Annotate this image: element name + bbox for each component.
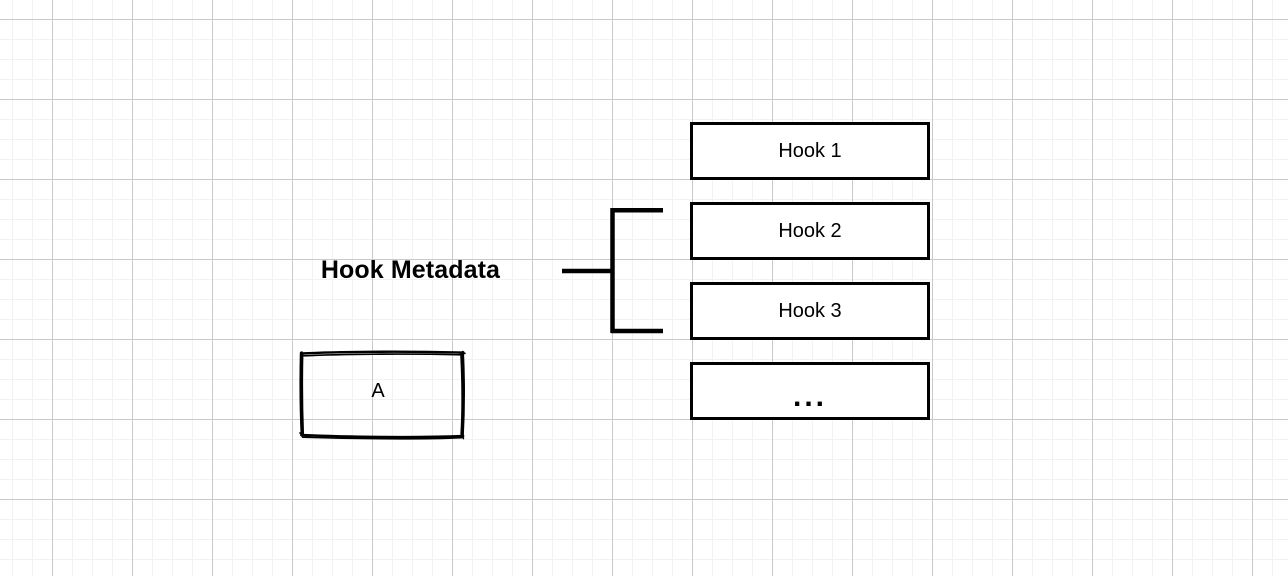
hook-metadata-label: Hook Metadata: [320, 256, 500, 284]
sketch-node-a-label: A: [371, 380, 385, 402]
hook-box-1[interactable]: Hook 1: [690, 122, 930, 180]
sketch-node-a[interactable]: A: [290, 340, 476, 452]
bracket-connector-icon: [562, 207, 663, 334]
hook-box-2[interactable]: Hook 2: [690, 202, 930, 260]
hook-box-3[interactable]: Hook 3: [690, 282, 930, 340]
hook-box-3-label: Hook 3: [778, 300, 842, 322]
hook-box-ellipsis-label: ...: [792, 380, 827, 413]
sketch-rectangle-icon: [299, 350, 466, 440]
hook-box-ellipsis[interactable]: ...: [690, 362, 930, 420]
hook-box-1-label: Hook 1: [778, 140, 842, 162]
hook-box-2-label: Hook 2: [778, 220, 842, 242]
